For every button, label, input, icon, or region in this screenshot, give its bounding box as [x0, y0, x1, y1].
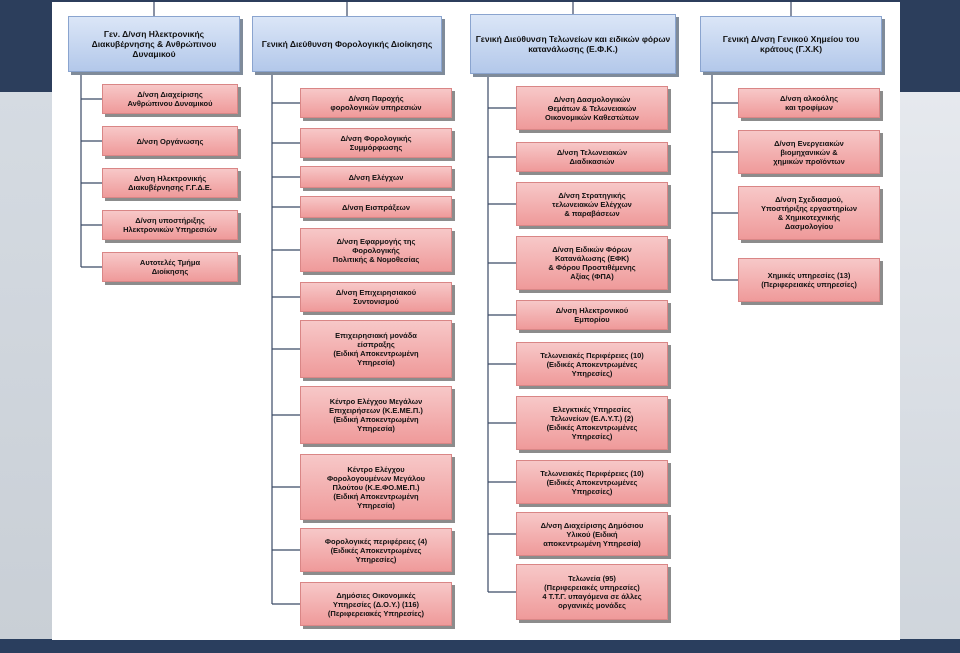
col-2-item-11: Δημόσιες Οικονομικές Υπηρεσίες (Δ.Ο.Υ.) …: [300, 582, 452, 626]
col-4-item-3: Δ/νση Σχεδιασμού, Υποστήριξης εργαστηρίω…: [738, 186, 880, 240]
col-4-item-2: Δ/νση Ενεργειακών βιομηχανικών & χημικών…: [738, 130, 880, 174]
col-1-item-5: Αυτοτελές Τμήμα Διοίκησης: [102, 252, 238, 282]
col-1-header: Γεν. Δ/νση Ηλεκτρονικής Διακυβέρνησης & …: [68, 16, 240, 72]
col-3-item-3: Δ/νση Στρατηγικής τελωνειακών Ελέγχων & …: [516, 182, 668, 226]
col-3-header: Γενική Διεύθυνση Τελωνείων και ειδικών φ…: [470, 14, 676, 74]
col-1-item-1: Δ/νση Διαχείρισης Ανθρώπινου Δυναμικού: [102, 84, 238, 114]
col-2-item-9: Κέντρο Ελέγχου Φορολογουμένων Μεγάλου Πλ…: [300, 454, 452, 520]
col-3-item-9: Δ/νση Διαχείρισης Δημόσιου Υλικού (Ειδικ…: [516, 512, 668, 556]
col-1-item-4: Δ/νση υποστήριξης Ηλεκτρονικών Υπηρεσιών: [102, 210, 238, 240]
col-3-item-10: Τελωνεία (95) (Περιφερειακές υπηρεσίες) …: [516, 564, 668, 620]
col-1-item-2: Δ/νση Οργάνωσης: [102, 126, 238, 156]
background-left-panel: [0, 92, 52, 641]
org-chart: Γεν. Δ/νση Ηλεκτρονικής Διακυβέρνησης & …: [52, 2, 900, 640]
col-2-item-7: Επιχειρησιακή μονάδα είσπραξης (Ειδική Α…: [300, 320, 452, 378]
col-2-item-2: Δ/νση Φορολογικής Συμμόρφωσης: [300, 128, 452, 158]
col-1-item-3: Δ/νση Ηλεκτρονικής Διακυβέρνησης Γ.Γ.Δ.Ε…: [102, 168, 238, 198]
col-3-item-4: Δ/νση Ειδικών Φόρων Κατανάλωσης (ΕΦΚ) & …: [516, 236, 668, 290]
bottom-bar: [0, 639, 960, 653]
col-3-item-8: Τελωνειακές Περιφέρειες (10) (Ειδικές Απ…: [516, 460, 668, 504]
col-2-item-6: Δ/νση Επιχειρησιακού Συντονισμού: [300, 282, 452, 312]
col-3-item-7: Ελεγκτικές Υπηρεσίες Τελωνείων (Ε.Λ.Υ.Τ.…: [516, 396, 668, 450]
col-2-item-4: Δ/νση Εισπράξεων: [300, 196, 452, 218]
col-2-item-8: Κέντρο Ελέγχου Μεγάλων Επιχειρήσεων (Κ.Ε…: [300, 386, 452, 444]
col-4-item-4: Χημικές υπηρεσίες (13) (Περιφερειακές υπ…: [738, 258, 880, 302]
connector-lines: [80, 2, 792, 605]
col-4-item-1: Δ/νση αλκοόλης και τροφίμων: [738, 88, 880, 118]
col-3-item-5: Δ/νση Ηλεκτρονικού Εμπορίου: [516, 300, 668, 330]
col-2-item-3: Δ/νση Ελέγχων: [300, 166, 452, 188]
col-2-item-5: Δ/νση Εφαρμογής της Φορολογικής Πολιτική…: [300, 228, 452, 272]
col-4-header: Γενική Δ/νση Γενικού Χημείου του κράτους…: [700, 16, 882, 72]
col-3-item-1: Δ/νση Δασμολογικών Θεμάτων & Τελωνειακών…: [516, 86, 668, 130]
background-right-panel: [900, 92, 960, 641]
col-2-item-1: Δ/νση Παροχής φορολογικών υπηρεσιών: [300, 88, 452, 118]
col-2-header: Γενική Διεύθυνση Φορολογικής Διοίκησης: [252, 16, 442, 72]
col-2-item-10: Φορολογικές περιφέρειες (4) (Ειδικές Απο…: [300, 528, 452, 572]
col-3-item-2: Δ/νση Τελωνειακών Διαδικασιών: [516, 142, 668, 172]
col-3-item-6: Τελωνειακές Περιφέρειες (10) (Ειδικές Απ…: [516, 342, 668, 386]
